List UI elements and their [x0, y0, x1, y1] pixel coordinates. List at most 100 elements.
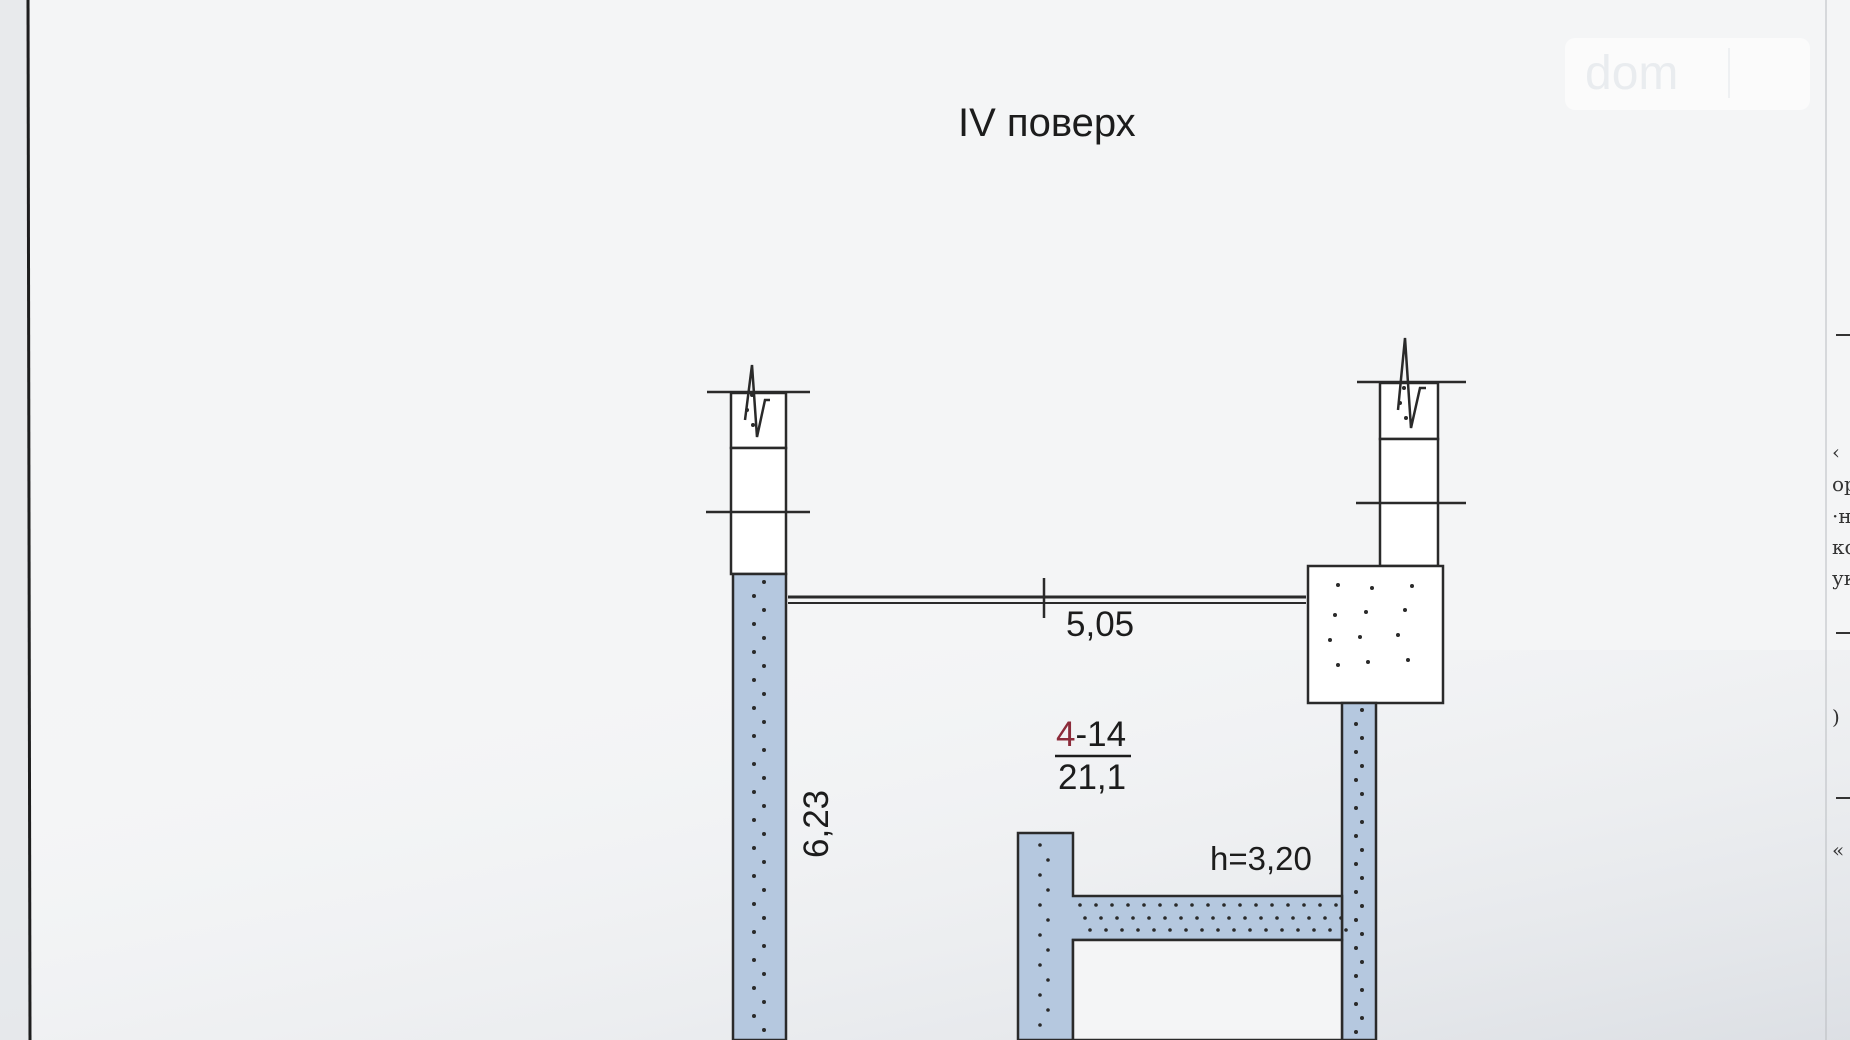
concrete-dot	[1222, 903, 1226, 907]
concrete-dot	[762, 692, 766, 696]
concrete-dot	[1270, 903, 1274, 907]
concrete-dot	[1334, 903, 1338, 907]
concrete-dot	[1248, 928, 1252, 932]
concrete-dot	[1354, 778, 1358, 782]
concrete-dot	[1211, 916, 1215, 920]
concrete-dot	[1046, 948, 1050, 952]
concrete-dot	[1179, 916, 1183, 920]
watermark-text: dom	[1585, 47, 1679, 100]
fraction-bar	[1055, 754, 1131, 758]
concrete-dot	[1344, 928, 1348, 932]
concrete-dot	[1158, 903, 1162, 907]
concrete-dot	[1083, 916, 1087, 920]
concrete-dot	[762, 636, 766, 640]
concrete-dot	[1360, 960, 1364, 964]
concrete-dot	[762, 804, 766, 808]
concrete-dot	[1104, 928, 1108, 932]
concrete-texture	[745, 386, 1414, 667]
concrete-dot	[1038, 963, 1042, 967]
concrete-dot	[752, 594, 756, 598]
concrete-dot	[1360, 708, 1364, 712]
edge-text-fragment: «	[1832, 838, 1845, 862]
concrete-dot	[1360, 988, 1364, 992]
concrete-dot	[752, 650, 756, 654]
concrete-dot	[1206, 903, 1210, 907]
concrete-dot	[752, 734, 756, 738]
concrete-dot	[1038, 873, 1042, 877]
concrete-dot	[1110, 903, 1114, 907]
room-area: 21,1	[1058, 758, 1127, 797]
right-wall-dots	[1354, 708, 1364, 1034]
concrete-dot	[752, 958, 756, 962]
concrete-dot	[752, 622, 756, 626]
floor-title: IV поверх	[958, 101, 1136, 145]
concrete-dot	[752, 930, 756, 934]
concrete-dot	[762, 720, 766, 724]
concrete-dot	[752, 762, 756, 766]
edge-text-fragment: кс	[1832, 535, 1850, 559]
concrete-dot	[762, 972, 766, 976]
concrete-dot	[1254, 903, 1258, 907]
sheet-border-left	[26, 0, 32, 1040]
concrete-dot	[1147, 916, 1151, 920]
concrete-dot	[1354, 722, 1358, 726]
concrete-dot	[1099, 916, 1103, 920]
concrete-dot	[1232, 928, 1236, 932]
concrete-dot	[752, 986, 756, 990]
concrete-dot	[1126, 903, 1130, 907]
paper-left-shadow	[0, 0, 30, 1040]
concrete-dot	[1038, 903, 1042, 907]
room-suffix: -14	[1075, 715, 1127, 754]
concrete-dot	[1094, 903, 1098, 907]
concrete-dot	[1174, 903, 1178, 907]
room-floor-number: 4	[1056, 715, 1076, 754]
concrete-dot	[1264, 928, 1268, 932]
window-opening	[788, 578, 1306, 618]
concrete-dot	[752, 790, 756, 794]
edge-text-fragment: ор	[1832, 472, 1850, 496]
concrete-dot	[1046, 978, 1050, 982]
concrete-dot	[1354, 946, 1358, 950]
concrete-dot	[1328, 928, 1332, 932]
ceiling-height: h=3,20	[1210, 840, 1312, 877]
concrete-dot	[1038, 993, 1042, 997]
concrete-dot	[1088, 928, 1092, 932]
concrete-dot	[752, 818, 756, 822]
concrete-dot	[1275, 916, 1279, 920]
site-watermark: dom	[1565, 38, 1810, 110]
concrete-dot	[1168, 928, 1172, 932]
concrete-dot	[1318, 903, 1322, 907]
concrete-dot	[1360, 820, 1364, 824]
concrete-dot	[1152, 928, 1156, 932]
concrete-dot	[762, 860, 766, 864]
concrete-dot	[1360, 1016, 1364, 1020]
concrete-dot	[1360, 848, 1364, 852]
concrete-dot	[1360, 932, 1364, 936]
concrete-dot	[1360, 764, 1364, 768]
concrete-dot	[762, 776, 766, 780]
concrete-dot	[1259, 916, 1263, 920]
concrete-dot	[762, 748, 766, 752]
concrete-dot	[762, 1000, 766, 1004]
width-dimension: 5,05	[1066, 605, 1135, 644]
right-wall	[1306, 380, 1466, 1040]
length-dimension: 6,23	[797, 789, 836, 858]
concrete-dot	[1195, 916, 1199, 920]
concrete-dot	[1312, 928, 1316, 932]
concrete-dot	[1354, 1002, 1358, 1006]
left-break-symbol	[743, 364, 770, 438]
concrete-dot	[1046, 888, 1050, 892]
right-break-symbol	[1396, 337, 1426, 429]
edge-text-fragment: ‹	[1832, 440, 1840, 464]
concrete-dot	[762, 888, 766, 892]
concrete-dot	[752, 706, 756, 710]
watermark-logo-icon	[1728, 48, 1792, 98]
concrete-dot	[752, 846, 756, 850]
concrete-dot	[1200, 928, 1204, 932]
concrete-dot	[1354, 862, 1358, 866]
concrete-dot	[1354, 1030, 1358, 1034]
concrete-dot	[1038, 933, 1042, 937]
concrete-dot	[1296, 928, 1300, 932]
edge-text-fragment: ук	[1832, 566, 1850, 590]
concrete-dot	[1243, 916, 1247, 920]
